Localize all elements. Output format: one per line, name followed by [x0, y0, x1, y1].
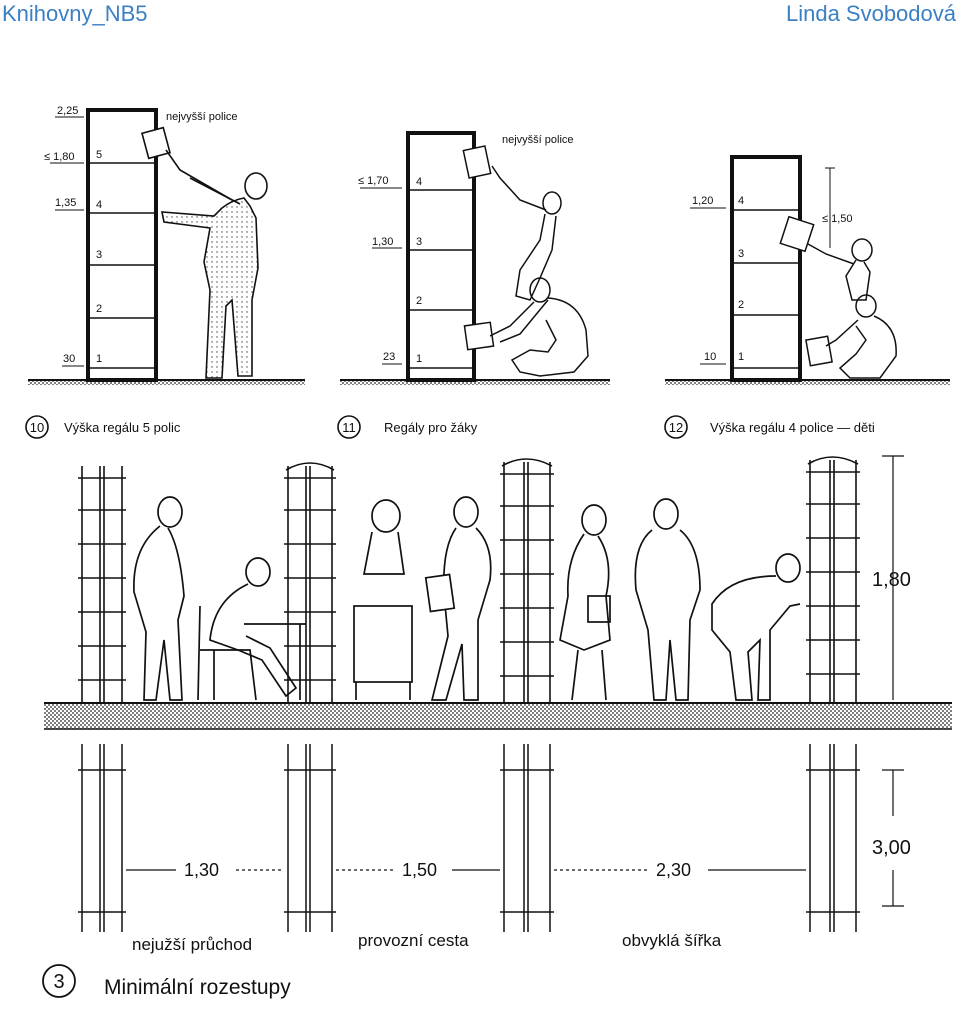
shelf-label: nejvyšší police [502, 134, 574, 146]
depth-dimension: 3,00 [872, 837, 911, 859]
figure-number: 11 [342, 420, 356, 435]
gap-label: provozní cesta [358, 931, 469, 950]
shelf-num: 2 [96, 303, 102, 315]
bookcase-plan-1 [78, 744, 126, 932]
person-child-crouching [463, 277, 589, 377]
height-dimension: 1,80 [872, 569, 911, 591]
gap-label: obvyklá šířka [622, 931, 722, 950]
person-bending [711, 553, 801, 701]
gap-label: nejužší průchod [132, 935, 252, 954]
shelf-label: nejvyšší police [166, 111, 238, 123]
bookcase-elevation-1 [78, 466, 126, 702]
bookcase-children [730, 155, 802, 382]
person-woman-desk [353, 499, 413, 700]
bookcase-elevation-2 [284, 462, 336, 702]
figure-number: 3 [53, 971, 64, 993]
bookcase-plan-4 [806, 744, 860, 932]
shelf-num: 3 [738, 248, 744, 260]
person-adult-reaching [141, 126, 268, 379]
height-label: 1,20 [692, 195, 713, 207]
shelf-num: 4 [738, 195, 744, 207]
shelf-num: 1 [416, 353, 422, 365]
person-man-book [424, 496, 492, 701]
person-child-reaching [462, 145, 562, 301]
shelf-num: 2 [416, 295, 422, 307]
height-label: ≤ 1,70 [358, 175, 389, 187]
shelf-num: 1 [738, 351, 744, 363]
figure-caption: Výška regálu 4 police — děti [710, 420, 875, 435]
bookcase-elevation-4 [806, 456, 860, 702]
height-label: ≤ 1,80 [44, 151, 75, 163]
height-label: 1,35 [55, 197, 76, 209]
figure-number: 10 [30, 420, 44, 435]
shelf-num: 5 [96, 149, 102, 161]
gap-value: 1,30 [184, 860, 219, 880]
figure-10: 5 4 3 2 1 2,25 ≤ 1,80 1,35 30 nejvyšší p… [25, 105, 305, 439]
shelf-num: 1 [96, 353, 102, 365]
height-label: 1,30 [372, 236, 393, 248]
height-label: 23 [383, 351, 395, 363]
bookcase-plan-2 [284, 744, 336, 932]
reach-label: ≤ 1,50 [822, 213, 853, 225]
shelf-num: 2 [738, 299, 744, 311]
figure-3-elevation: 1,80 [42, 455, 952, 999]
figure-caption: Výška regálu 5 polic [64, 420, 181, 435]
person-standing-1 [133, 496, 185, 701]
gap-value: 1,50 [402, 860, 437, 880]
person-woman-bag [559, 504, 611, 701]
gap-value: 2,30 [656, 860, 691, 880]
shelf-num: 3 [416, 236, 422, 248]
height-label: 10 [704, 351, 716, 363]
bookcase-5-shelves [86, 108, 158, 382]
bookcase-elevation-3 [500, 458, 554, 702]
shelf-num: 3 [96, 249, 102, 261]
figure-12: 4 3 2 1 1,20 10 ≤ 1,50 12 Výška regálu 4… [664, 155, 950, 439]
figure-number: 12 [669, 420, 683, 435]
person-sitting [197, 557, 306, 701]
bookcase-plan-3 [500, 744, 554, 932]
header-left: Knihovny_NB5 [2, 1, 148, 26]
figure-caption: Regály pro žáky [384, 420, 478, 435]
person-standing-2 [634, 498, 701, 701]
person-kids [779, 215, 897, 379]
shelf-num: 4 [416, 176, 422, 188]
figure-11: 4 3 2 1 ≤ 1,70 1,30 23 nejvyšší police 1… [337, 131, 610, 439]
header-right: Linda Svobodová [785, 1, 956, 26]
shelf-num: 4 [96, 199, 102, 211]
height-label: 2,25 [57, 105, 78, 117]
bookcase-4-shelves [406, 131, 476, 382]
height-label: 30 [63, 353, 75, 365]
figure-caption: Minimální rozestupy [104, 976, 291, 999]
